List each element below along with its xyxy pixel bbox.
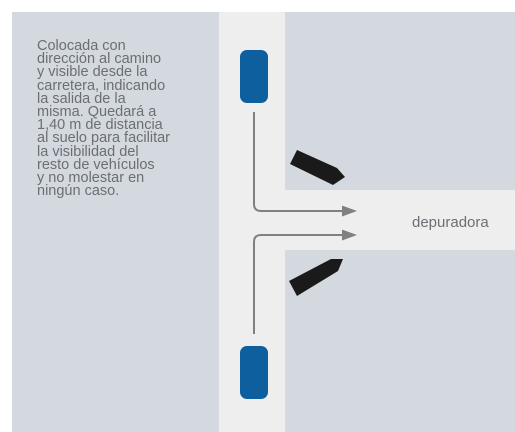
lower-marker-post (240, 346, 268, 399)
side-road (285, 190, 515, 250)
caption-line: 1,40 m de distancia (37, 117, 163, 134)
caption-line: Colocada con (37, 38, 126, 54)
lower-route-arrowhead (342, 229, 357, 241)
caption-line: dirección al camino (37, 51, 162, 68)
upper-route-line (253, 112, 343, 212)
lower-route-arrow (253, 229, 357, 334)
caption-line: resto de vehículos (37, 156, 155, 173)
caption-line: misma. Quedará a (37, 104, 157, 121)
upper-route-arrow (253, 112, 357, 217)
caption-line: ningún caso. (37, 183, 120, 200)
upper-direction-sign (290, 150, 345, 185)
caption-line: al suelo para facilitar (37, 130, 170, 147)
caption-line: y no molestar en (37, 170, 145, 187)
caption-line: carretera, indicando (37, 77, 166, 94)
upper-route-arrowhead (342, 205, 357, 217)
lower-route-line (253, 234, 343, 334)
caption-line: la visibilidad del (37, 143, 139, 160)
lower-direction-sign (289, 259, 343, 296)
sign-placement-caption: Colocada con dirección al camino y visib… (37, 38, 207, 200)
caption-line: la salida de la (37, 90, 126, 107)
upper-marker-post (240, 50, 268, 103)
caption-line: y visible desde la (37, 64, 148, 81)
destination-label: depuradora (412, 214, 489, 231)
